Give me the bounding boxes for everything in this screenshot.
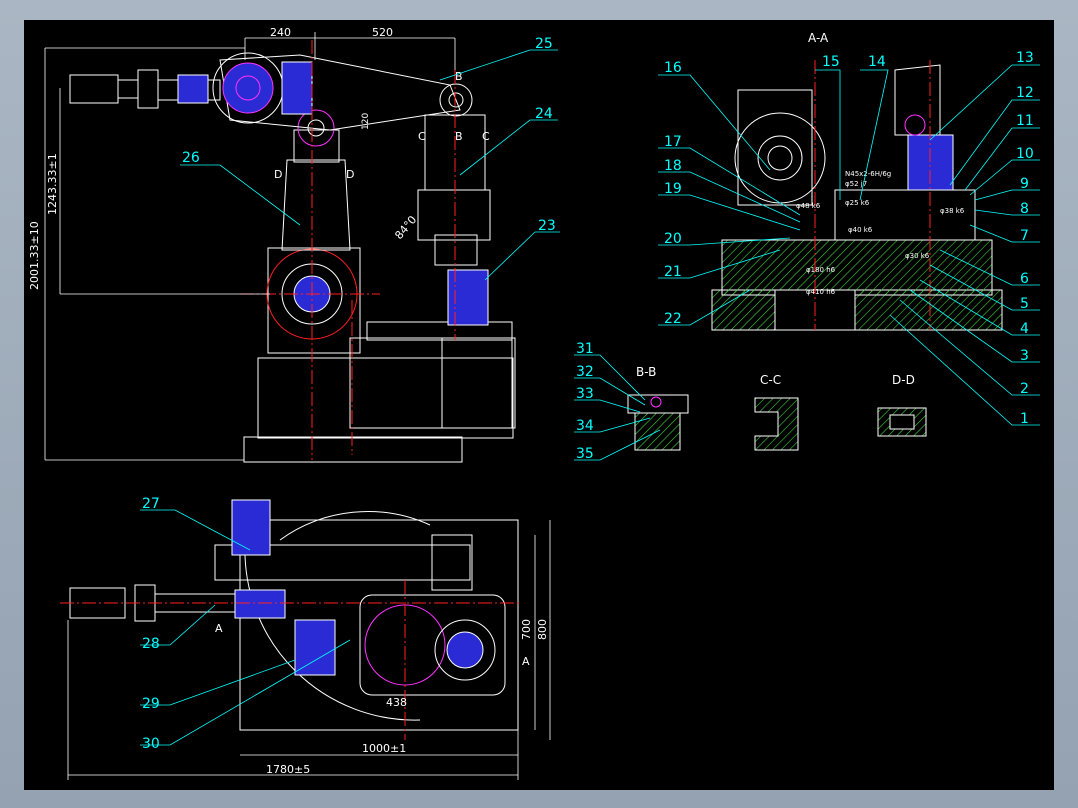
- upper-arm-link: [219, 54, 461, 131]
- dim-438: 438: [386, 696, 407, 709]
- callout-30: 30: [142, 736, 160, 752]
- callout-6: 6: [1020, 271, 1029, 287]
- dim-1780: 1780±5: [266, 763, 310, 776]
- callout-1: 1: [1020, 411, 1029, 427]
- mark-d-right: D: [346, 168, 354, 181]
- title-b-b: B-B: [636, 365, 656, 379]
- mark-c-right: C: [482, 130, 490, 143]
- base-plate: [243, 436, 463, 463]
- dim-240: 240: [270, 26, 291, 39]
- callout-11: 11: [1016, 113, 1034, 129]
- note-fit5: φ410 h6: [806, 288, 836, 296]
- top-view: [60, 499, 520, 740]
- callout-9: 9: [1020, 176, 1029, 192]
- dim-800: 800: [536, 619, 549, 640]
- callout-35: 35: [576, 446, 594, 462]
- lower-arm: [281, 159, 351, 251]
- callout-18: 18: [664, 158, 682, 174]
- dim-700: 700: [520, 619, 533, 640]
- mark-a-right: A: [522, 655, 530, 668]
- callout-22: 22: [664, 311, 682, 327]
- callout-2: 2: [1020, 381, 1029, 397]
- top-dimensions: [67, 520, 551, 780]
- mark-a-left: A: [215, 622, 223, 635]
- note-fit8: φ40 k6: [848, 226, 873, 234]
- title-d-d: D-D: [892, 373, 915, 387]
- callout-leaders: [140, 49, 1040, 746]
- note-fit7: φ30 k6: [905, 252, 930, 260]
- waist-column: [267, 247, 361, 354]
- drawing-svg: 240 520 2001.33±10 1243.33±1 120 84°0 B …: [28, 26, 1040, 780]
- callout-17: 17: [664, 134, 682, 150]
- section-d-d: [877, 407, 927, 437]
- end-effector: [69, 74, 119, 104]
- callout-14: 14: [868, 54, 886, 70]
- note-fit3: φ25 k6: [845, 199, 870, 207]
- callout-16: 16: [664, 60, 682, 76]
- callout-32: 32: [576, 364, 594, 380]
- callout-21: 21: [664, 264, 682, 280]
- callout-33: 33: [576, 386, 594, 402]
- callout-8: 8: [1020, 201, 1029, 217]
- dim-1000: 1000±1: [362, 742, 406, 755]
- title-a-a: A-A: [808, 31, 829, 45]
- note-fit1: φ52 j7: [845, 180, 867, 188]
- callout-24: 24: [535, 106, 553, 122]
- dim-1243: 1243.33±1: [46, 153, 59, 215]
- callout-7: 7: [1020, 228, 1029, 244]
- callout-26: 26: [182, 150, 200, 166]
- dim-120: 120: [361, 113, 371, 130]
- callout-28: 28: [142, 636, 160, 652]
- dim-angle: 84°0: [392, 213, 419, 242]
- callout-31: 31: [576, 341, 594, 357]
- mark-d-left: D: [274, 168, 282, 181]
- callout-19: 19: [664, 181, 682, 197]
- front-dimensions: [44, 32, 456, 461]
- top-arm: [214, 544, 471, 581]
- base-housing: [257, 357, 514, 439]
- mark-c-left: C: [418, 130, 426, 143]
- section-a-a: [711, 60, 1003, 331]
- callout-12: 12: [1016, 85, 1034, 101]
- aa-housing: [834, 189, 976, 241]
- top-base-frame: [239, 519, 519, 731]
- title-c-c: C-C: [760, 373, 781, 387]
- callout-34: 34: [576, 418, 594, 434]
- callout-27: 27: [142, 496, 160, 512]
- note-spline: N45x2-6H/6g: [845, 170, 891, 178]
- callout-numbers: 25 24 26 23 27 28 29 30 16 15 14 13 12 1…: [142, 36, 1034, 752]
- note-fit2: φ48 k6: [796, 202, 821, 210]
- callout-29: 29: [142, 696, 160, 712]
- mark-b: B: [455, 130, 463, 143]
- callout-15: 15: [822, 54, 840, 70]
- section-c-c: [754, 397, 799, 451]
- callout-25: 25: [535, 36, 553, 52]
- dim-2001: 2001.33±10: [28, 221, 41, 290]
- callout-3: 3: [1020, 348, 1029, 364]
- note-fit6: φ38 k6: [940, 207, 965, 215]
- mark-b-top: B: [455, 70, 463, 83]
- callout-5: 5: [1020, 296, 1029, 312]
- callout-20: 20: [664, 231, 682, 247]
- front-view: [69, 40, 516, 463]
- callout-23: 23: [538, 218, 556, 234]
- callout-10: 10: [1016, 146, 1034, 162]
- gearbox: [359, 594, 506, 696]
- callout-13: 13: [1016, 50, 1034, 66]
- drawing-canvas: 240 520 2001.33±10 1243.33±1 120 84°0 B …: [24, 20, 1054, 790]
- callout-4: 4: [1020, 321, 1029, 337]
- dim-520: 520: [372, 26, 393, 39]
- note-fit4: φ180 h6: [806, 266, 836, 274]
